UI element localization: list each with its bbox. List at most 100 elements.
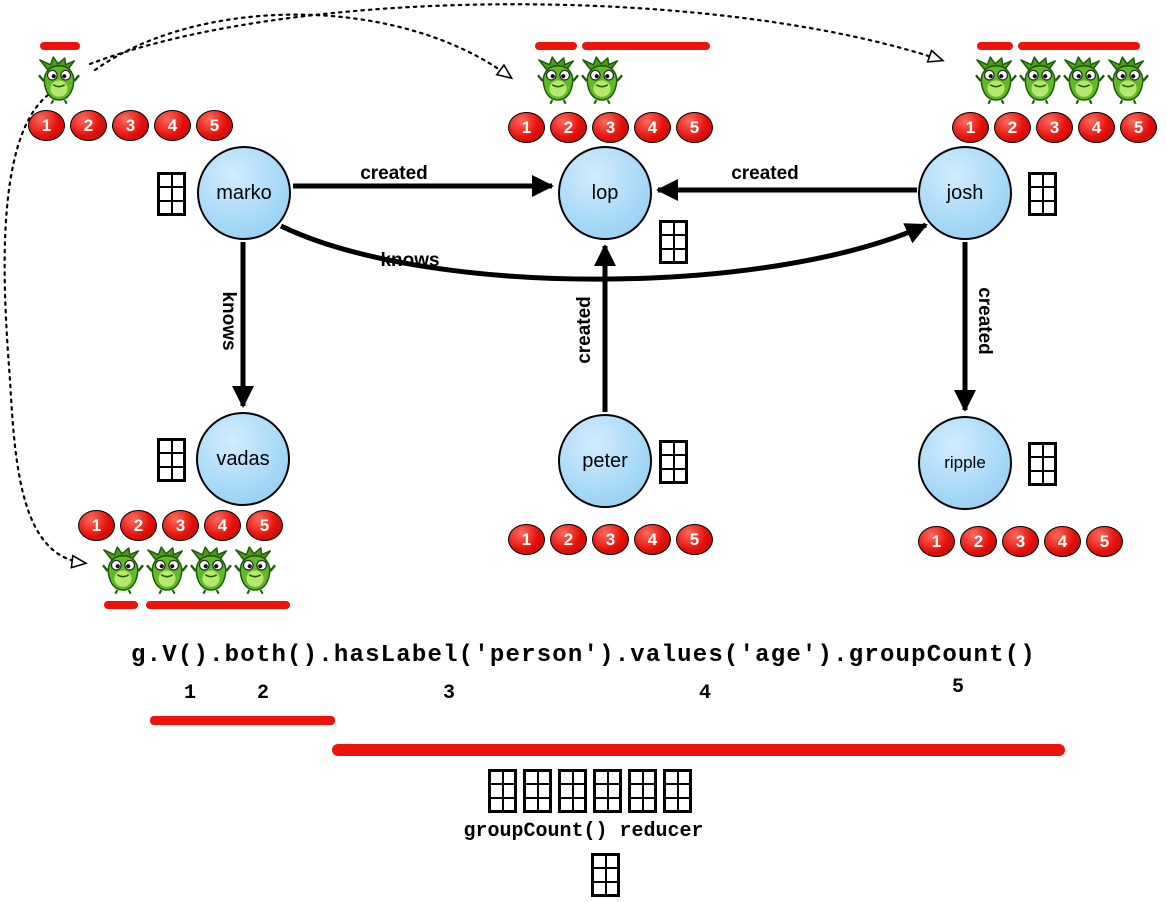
vertex-label-marko: marko [216,181,272,204]
reducer-label: groupCount() reducer [463,820,704,843]
traverser-count-chip: 5 [1120,112,1157,143]
traverser-count-chip: 5 [1086,526,1123,557]
gremlin-traverser-icon [1107,56,1149,104]
traverser-count-chip: 3 [162,510,199,541]
highlight-bar-top-right-1 [977,42,1013,50]
edge-label-marko-knows-josh: knows [380,250,440,271]
traverser-count-chip: 4 [634,524,671,555]
traverser-count-chip: 1 [28,110,65,141]
step-number-1: 1 [183,682,197,705]
step-number-5: 5 [951,676,965,699]
traverser-count-chip: 5 [676,112,713,143]
gremlin-traverser-icon [102,546,144,594]
step-number-4: 4 [698,682,712,705]
step-number-3: 3 [442,682,456,705]
gremlin-traverser-icon [537,56,579,104]
vertex-label-peter: peter [582,449,628,472]
edge-label-marko-created-lop: created [360,163,428,184]
highlight-bar-top-right-2 [1018,42,1140,50]
traverser-count-chip: 2 [550,524,587,555]
traverser-count-chip: 4 [1044,526,1081,557]
traverser-count-chip: 4 [204,510,241,541]
highlight-bar-top-left [40,42,80,50]
highlight-bar-top-middle-1 [535,42,577,50]
traverser-count-chip: 2 [994,112,1031,143]
traverser-count-chip: 3 [592,112,629,143]
highlight-bar-bottom-left-2 [146,601,290,609]
traverser-count-chip: 1 [508,524,545,555]
groupcount-table-icon-josh [1028,172,1057,216]
query-highlight-bar-steps-3-5 [332,744,1065,756]
vertex-peter: peter [558,414,652,508]
traverser-count-chip: 2 [120,510,157,541]
traverser-count-chip: 1 [78,510,115,541]
edge-label-josh-created-ripple: created [974,287,995,355]
gremlin-traverser-icon [975,56,1017,104]
reducer-table-row [488,769,692,813]
groupcount-table-icon-marko [157,172,186,216]
traverser-count-chip: 5 [676,524,713,555]
groupcount-table-icon [488,769,517,813]
traverser-count-chip: 3 [1002,526,1039,557]
gremlin-traverser-icon [234,546,276,594]
gremlin-traverser-icon [1063,56,1105,104]
vertex-vadas: vadas [196,412,290,506]
step-number-2: 2 [256,682,270,705]
gremlin-traverser-icon [1019,56,1061,104]
traverser-count-chip: 2 [960,526,997,557]
traverser-count-chip: 5 [246,510,283,541]
traverser-path-left-to-right [88,3,941,66]
edge-label-josh-created-lop: created [731,163,799,184]
highlight-bar-top-middle-2 [582,42,710,50]
gremlin-traverser-icon [190,546,232,594]
reduced-groupcount-table-icon [591,853,620,897]
traverser-count-chip: 3 [1036,112,1073,143]
groupcount-table-icon-ripple [1028,442,1057,486]
groupcount-table-icon [628,769,657,813]
traverser-count-chip: 5 [196,110,233,141]
traverser-count-chip: 3 [592,524,629,555]
traverser-count-chip: 3 [112,110,149,141]
vertex-label-josh: josh [946,181,984,204]
traverser-count-chip: 2 [550,112,587,143]
vertex-ripple: ripple [918,416,1012,510]
gremlin-query-text: g.V().both().hasLabel('person').values('… [131,642,1036,669]
edge-marko-knows-josh [279,222,928,282]
traverser-count-chip: 4 [1078,112,1115,143]
traverser-count-chip: 4 [634,112,671,143]
gremlin-group-bottom-left [102,546,276,594]
edge-label-marko-knows-vadas: knows [218,291,239,351]
traverser-count-chip: 1 [508,112,545,143]
traverser-count-chip: 2 [70,110,107,141]
traverser-count-chip: 1 [952,112,989,143]
groupcount-table-icon [593,769,622,813]
gremlin-traverser-icon [146,546,188,594]
groupcount-table-icon [558,769,587,813]
traverser-count-chip: 4 [154,110,191,141]
gremlin-traverser-icon [38,56,80,104]
gremlin-traverser-icon [581,56,623,104]
gremlin-group-top-left [38,56,80,104]
gremlin-group-top-right [975,56,1149,104]
traverser-count-chip: 1 [918,526,955,557]
groupcount-table-icon [523,769,552,813]
groupcount-table-icon-vadas [157,438,186,482]
vertex-label-vadas: vadas [216,447,270,470]
groupcount-table-icon-peter [659,440,688,484]
vertex-josh: josh [918,146,1012,240]
groupcount-table-icon-lop [659,220,688,264]
query-highlight-bar-steps-1-2 [150,716,335,725]
vertex-label-lop: lop [591,181,619,204]
highlight-bar-bottom-left-1 [104,601,138,609]
traverser-path-left-to-middle [93,13,510,77]
gremlin-group-top-middle [537,56,623,104]
vertex-marko: marko [197,146,291,240]
